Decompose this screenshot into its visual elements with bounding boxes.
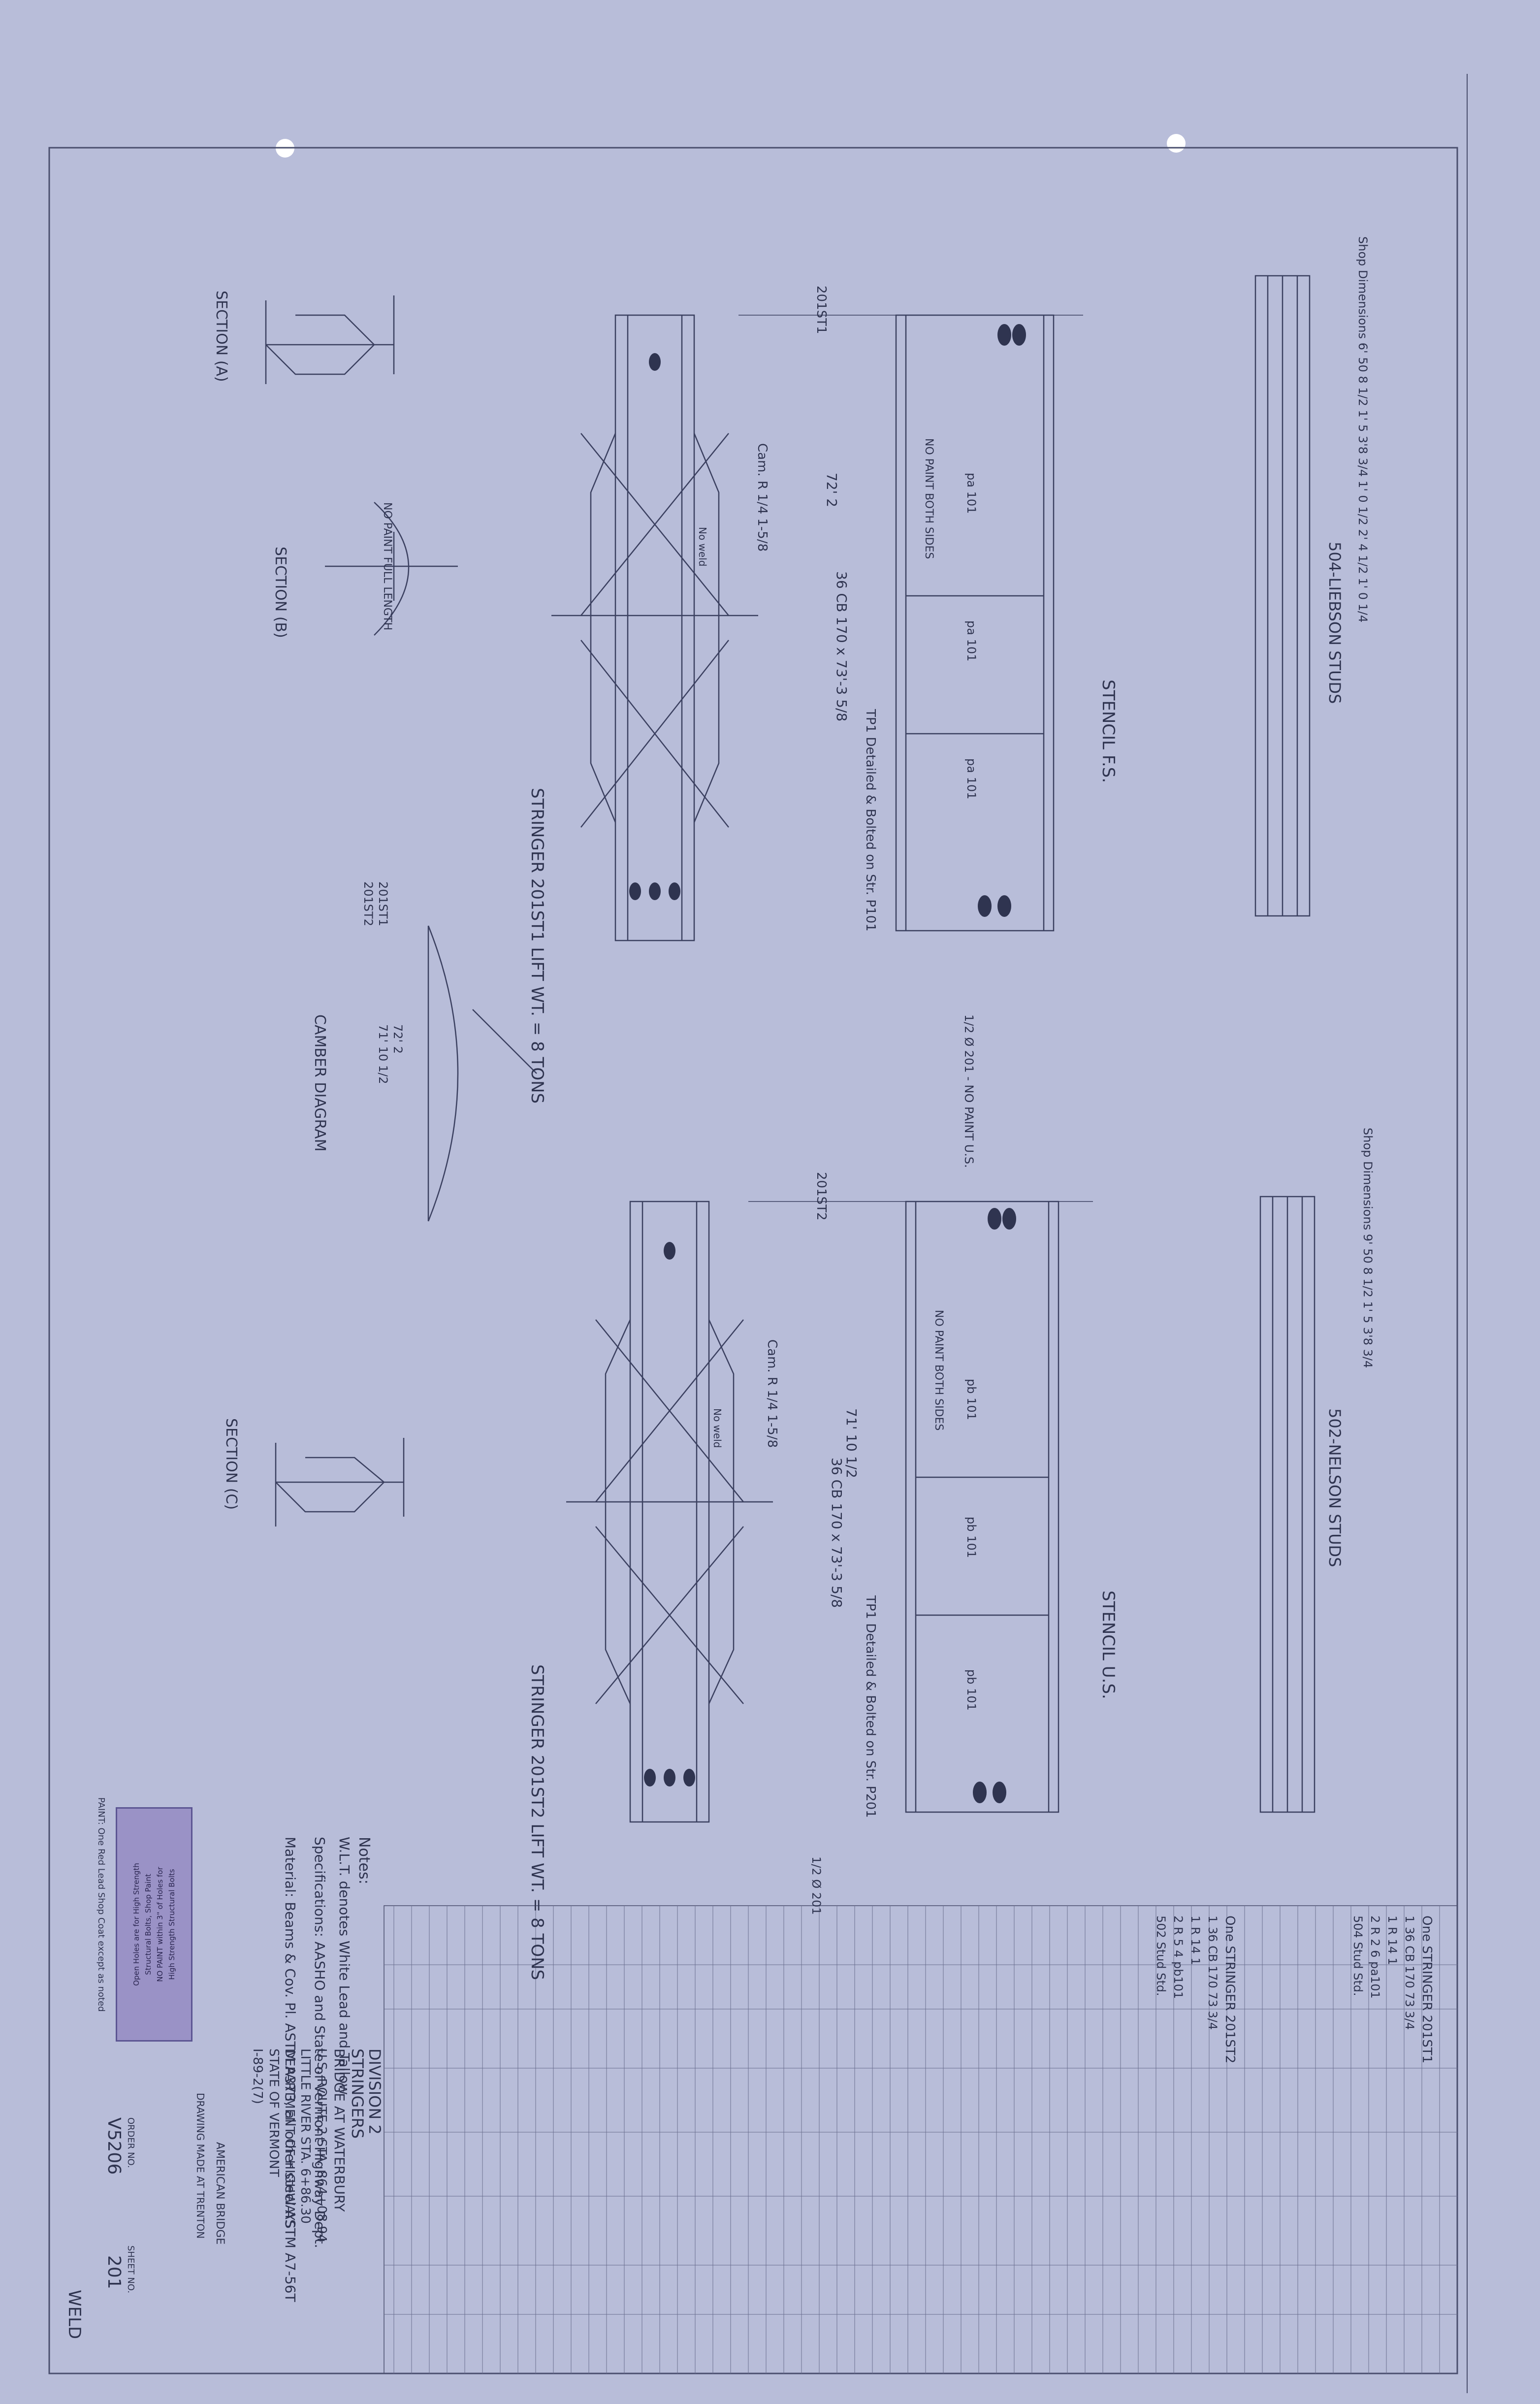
stringer-201st1-no-weld: No weld [697, 527, 708, 566]
stringer-201st2-plan [566, 1201, 773, 1823]
stringer-201st1-tp: TP1 Detailed & Bolted on Str. P101 [863, 709, 878, 932]
bom-row-7: 1 36 CB 170 73 3/4 [1206, 1916, 1219, 2030]
section-a-sketch [265, 295, 395, 384]
title-line-5: LITTLE RIVER STA. 6+86.30 [298, 2048, 313, 2224]
stringer-201st2-plate-3: pb 101 [964, 1669, 978, 1711]
weld-label: WELD [64, 2290, 84, 2339]
bom-row-9: 2 R 5 4 pb101 [1171, 1916, 1185, 1999]
stringer-201st2-mark: 201ST2 [814, 1172, 829, 1221]
stringer-201st2-studs: 502-NELSON STUDS [1325, 1408, 1344, 1567]
stringer-201st1-plan [551, 314, 758, 942]
stringer-201st2-shop-dims: Shop Dimensions 9' 50 8 1/2 1' 5 3'8 3/4 [1361, 1128, 1375, 1368]
title-line-7: STATE OF VERMONT [266, 2048, 281, 2177]
notes-line-1: W.L.T. denotes White Lead and Tallow [336, 1837, 353, 2095]
high-strength-bolt-stamp: Open Holes are for High Strength Structu… [116, 1807, 192, 2042]
title-line-4: U.S. ROUTE 2 STA. 864+08.94 [314, 2048, 329, 2242]
stringer-201st2-plate-1: pb 101 [964, 1379, 978, 1420]
stringer-201st2-section: 36 CB 170 x 73'-3 5/8 [829, 1458, 845, 1608]
camber-dim-1: 72' 2 [391, 1024, 405, 1054]
notes-line-3: Material: Beams & Cov. Pl. ASTM A373, al… [282, 1837, 298, 2303]
stringer-201st2-no-paint-fill: 1/2 Ø 201 [809, 1856, 823, 1915]
stamp-line-2: Structural Bolts, Shop Paint [144, 1874, 153, 1975]
stringer-201st1-title: STRINGER 201ST1 LIFT WT. = 8 TONS [527, 788, 547, 1104]
stringer-201st2-no-paint: NO PAINT BOTH SIDES [932, 1310, 945, 1430]
camber-diagram-title: CAMBER DIAGRAM [311, 1014, 328, 1152]
stamp-line-4: High Strength Structural Bolts [167, 1869, 176, 1980]
stamp-line-1: Open Holes are for High Strength [132, 1863, 141, 1986]
camber-diagram-sketch [427, 925, 537, 1222]
title-line-3: BRIDGE AT WATERBURY [331, 2048, 348, 2212]
stringer-201st1-length: 72' 2 [824, 473, 840, 507]
bom-row-10: 502 Stud Std. [1154, 1916, 1168, 1996]
stringer-201st1-studs: 504-LIEBSON STUDS [1325, 542, 1344, 704]
stringer-201st1-no-paint-fill: 1/2 Ø 201 - NO PAINT U.S. [962, 1014, 976, 1168]
paint-note: PAINT: One Red Lead Shop Coat except as … [96, 1797, 106, 2012]
section-b-label: SECTION (B) [272, 547, 289, 638]
sheet-no-label: SHEET NO. [126, 2245, 136, 2293]
notes-heading: Notes: [355, 1837, 373, 1884]
stringer-201st1-plate-3: pa 101 [964, 473, 978, 514]
stringer-201st1-plate-1: pa 101 [964, 620, 978, 661]
camber-dim-2: 71' 10 1/2 [376, 1024, 390, 1084]
company-name: AMERICAN BRIDGE [214, 2142, 226, 2244]
section-c-label: SECTION (C) [223, 1418, 240, 1510]
stringer-201st1-plate-2: pa 101 [964, 758, 978, 799]
stringer-201st2-length: 71' 10 1/2 [843, 1408, 860, 1478]
order-no-label: ORDER NO. [126, 2117, 136, 2168]
bom-row-5: 504 Stud Std. [1351, 1916, 1365, 1996]
bom-row-4: 2 R 2 6 pa101 [1368, 1916, 1382, 1999]
stringer-201st2-elev-holes [973, 1208, 1016, 1803]
no-paint-full-length: NO PAINT FULL LENGTH [381, 502, 393, 630]
order-number: V5206 [104, 2117, 124, 2175]
stamp-line-3: NO PAINT within 3" of Holes for [156, 1867, 164, 1982]
bom-row-1: One STRINGER 201ST1 [1419, 1916, 1434, 2063]
bom-row-3: 1 R 14 1 [1385, 1916, 1399, 1965]
stringer-201st2-camber: Cam. R 1/4 1-5/8 [765, 1339, 779, 1448]
stringer-201st1-stencil: STENCIL F.S. [1098, 680, 1118, 783]
stringer-201st1-section: 36 CB 170 x 73'-3 5/8 [834, 571, 850, 721]
stringer-201st1-elevation [738, 314, 1083, 932]
stringer-201st1-bolt-holes [629, 353, 680, 900]
title-line-2: STRINGERS [348, 2048, 367, 2139]
bom-row-6: One STRINGER 201ST2 [1222, 1916, 1237, 2063]
title-line-1: DIVISION 2 [365, 2048, 384, 2135]
title-line-8: I-89-2(7) [250, 2048, 265, 2104]
bill-of-material-grid [384, 1905, 1458, 2374]
stringer-201st1-camber: Cam. R 1/4 1-5/8 [755, 443, 770, 552]
stringer-201st2-title: STRINGER 201ST2 LIFT WT. = 8 TONS [527, 1664, 547, 1980]
bom-row-8: 1 R 14 1 [1188, 1916, 1202, 1965]
camber-mark-1: 201ST1 [376, 881, 390, 926]
sheet-number: 201 [104, 2255, 124, 2289]
stringer-201st1-no-paint: NO PAINT BOTH SIDES [923, 438, 935, 559]
stringer-201st1-top-flange [1254, 275, 1311, 917]
drawing-made-at: DRAWING MADE AT TRENTON [194, 2093, 206, 2239]
stringer-201st2-tp: TP1 Detailed & Bolted on Str. P201 [863, 1595, 878, 1818]
stringer-201st2-top-flange [1259, 1196, 1315, 1813]
stringer-201st1-elev-holes [978, 324, 1026, 917]
section-a-label: SECTION (A) [213, 291, 230, 382]
camber-mark-2: 201ST2 [361, 881, 375, 926]
section-b-sketch [325, 502, 458, 636]
stringer-201st1-shop-dims: Shop Dimensions 6' 50 8 1/2 1' 5 3'8 3/4… [1356, 236, 1370, 622]
stringer-201st2-stencil: STENCIL U.S. [1098, 1591, 1118, 1699]
section-c-sketch [275, 1438, 405, 1527]
title-line-6: DEPARTMENT OF HIGHWAYS [282, 2048, 297, 2229]
sheet-border [48, 147, 1458, 2374]
stringer-201st2-no-weld: No weld [711, 1408, 723, 1448]
bom-row-2: 1 36 CB 170 73 3/4 [1403, 1916, 1416, 2030]
stringer-201st1-mark: 201ST1 [814, 286, 829, 334]
stringer-201st2-plate-2: pb 101 [964, 1517, 978, 1558]
stringer-201st2-bolt-holes [644, 1242, 695, 1787]
stringer-201st2-elevation [748, 1201, 1093, 1813]
notes-line-2: Specifications: AASHO and State of Vermo… [312, 1837, 328, 2248]
punch-hole [1167, 134, 1186, 153]
